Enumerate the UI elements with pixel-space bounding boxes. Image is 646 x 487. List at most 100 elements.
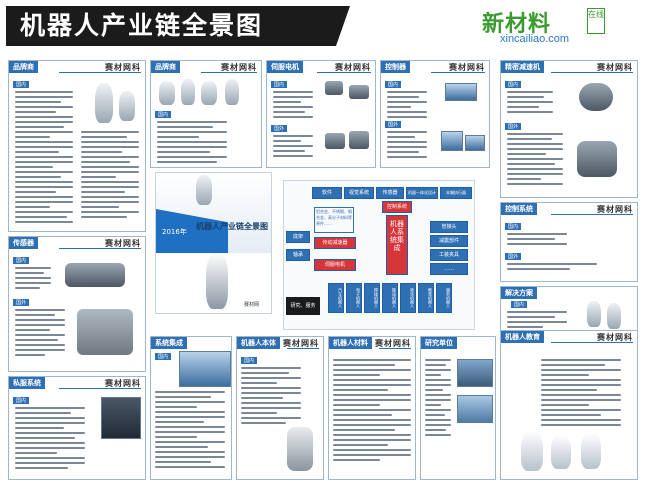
brand-mark: 赛材网科 (105, 239, 141, 248)
motor-illustration (349, 85, 369, 99)
page-title: 机器人产业链全景图 (6, 6, 350, 46)
text-list (425, 359, 451, 439)
robot-illustration (196, 175, 212, 205)
text-list (387, 91, 427, 121)
divider (551, 342, 633, 343)
robot-illustration (201, 81, 217, 105)
panel-robot-body: 机器人本体 赛材网科 国内 (236, 336, 324, 480)
section-label: 国内 (385, 81, 402, 88)
panel-title: 控制器 (381, 61, 410, 73)
panel-servo-motor: 伺服电机 赛材网科 国内 国外 (266, 60, 376, 168)
divider (317, 72, 371, 73)
brand-mark: 赛材网科 (597, 333, 633, 342)
diagram-node-control: 控制系统 (382, 201, 412, 213)
section-label: 国外 (505, 253, 522, 260)
diagram-node-pipe-joint: 管接头 (430, 221, 468, 233)
text-list (387, 131, 427, 161)
diagram-output-handling: 搬运机器人 (382, 283, 398, 313)
diagram-node-software: 软件 (312, 187, 342, 199)
research-photo (457, 359, 493, 387)
diagram-node-research: 研究、服务 (286, 297, 320, 315)
panel-title: 控制系统 (501, 203, 537, 215)
panel-title: 传感器 (9, 237, 38, 249)
section-label: 国外 (505, 123, 522, 130)
robot-illustration (521, 431, 543, 471)
text-list (157, 121, 227, 166)
panel-brand-2: 品牌商 赛材网科 国内 (150, 60, 262, 168)
section-label: 国内 (13, 257, 30, 264)
panel-title: 研究单位 (421, 337, 457, 349)
text-list (15, 267, 51, 292)
servo-system-illustration (101, 397, 141, 439)
diagram-material-note: 铝合金、不锈钢、钢合金、高分子材料等原件…… (314, 207, 354, 233)
section-label: 国内 (13, 81, 30, 88)
robot-illustration (607, 303, 621, 329)
controller-illustration (445, 83, 477, 101)
brand-mark: 赛材网科 (449, 63, 485, 72)
diagram-node-reducer: 传动减速器 (314, 237, 356, 249)
page-header: 机器人产业链全景图 新材料 在线 xincailiao.com (0, 0, 646, 52)
robot-illustration (119, 91, 135, 121)
text-list (507, 91, 553, 116)
title-tab-decoration (336, 6, 350, 46)
research-photo (457, 395, 493, 423)
panel-title: 精密减速机 (501, 61, 544, 73)
section-label: 国内 (505, 223, 522, 230)
diagram-node-bearing: 轴承 (286, 249, 310, 261)
section-label: 国内 (505, 81, 522, 88)
panel-sensor: 传感器 赛材网科 国内 国外 (8, 236, 146, 372)
diagram-node-system-integration: 机器人系统集成 (386, 215, 408, 275)
section-label: 国外 (271, 125, 288, 132)
diagram-node-vision: 视觉系统 (344, 187, 374, 199)
robot-illustration (159, 81, 175, 105)
text-list (507, 263, 597, 273)
text-list (155, 391, 225, 471)
diagram-node-fixture: 工装夹具 (430, 249, 468, 261)
text-list (15, 407, 85, 472)
divider (431, 72, 485, 73)
divider (59, 72, 141, 73)
panel-servo-system: 私服系统 赛材网科 国内 (8, 376, 146, 480)
diagram-output-electronics: 电子机器人 (346, 283, 362, 313)
panel-reducer: 精密减速机 赛材网科 国内 国外 (500, 60, 638, 198)
panel-title: 机器人材料 (329, 337, 372, 349)
text-list (541, 359, 621, 429)
reducer-illustration (579, 83, 613, 111)
industry-chain-diagram: 软件 视觉系统 传感器 机器一体化设计 末端执行器 铝合金、不锈钢、钢合金、高分… (283, 180, 475, 330)
divider (551, 72, 633, 73)
panel-title: 伺服电机 (267, 61, 303, 73)
controller-illustration (441, 131, 463, 151)
text-list (241, 367, 301, 427)
diagram-node-base: 底架 (286, 231, 310, 243)
panel-title: 品牌商 (9, 61, 38, 73)
diagram-output-service: 服务机器人 (436, 283, 452, 313)
text-list (333, 359, 411, 464)
robot-illustration (95, 83, 113, 123)
robot-illustration (581, 433, 601, 469)
text-list (273, 91, 313, 121)
cover-title: 机器人产业链全景图 (196, 222, 268, 231)
divider (287, 348, 319, 349)
brand-mark: 赛材网科 (105, 63, 141, 72)
section-label: 国内 (155, 353, 172, 360)
text-list (507, 133, 563, 188)
panel-research: 研究单位 (420, 336, 496, 480)
robot-illustration (587, 301, 601, 327)
cover-year: 2016年 (162, 228, 187, 236)
section-label: 国内 (271, 81, 288, 88)
text-list (273, 135, 313, 160)
catalog-cover: 2016年 机器人产业链全景图 赛材网 (155, 172, 272, 314)
panel-title: 机器人教育 (501, 331, 544, 343)
panel-robot-education: 机器人教育 赛材网科 (500, 330, 638, 480)
brand-mark: 赛材网科 (597, 205, 633, 214)
page-title-text: 机器人产业链全景图 (20, 11, 264, 40)
divider (551, 214, 633, 215)
text-list (507, 311, 567, 331)
diagram-output-education: 教育机器人 (418, 283, 434, 313)
panel-title: 品牌商 (151, 61, 180, 73)
motor-illustration (325, 81, 343, 95)
logo: 新材料 在线 xincailiao.com (482, 6, 632, 48)
brand-mark: 赛材网科 (283, 339, 319, 348)
panel-title: 系统集成 (151, 337, 187, 349)
divider (379, 348, 411, 349)
